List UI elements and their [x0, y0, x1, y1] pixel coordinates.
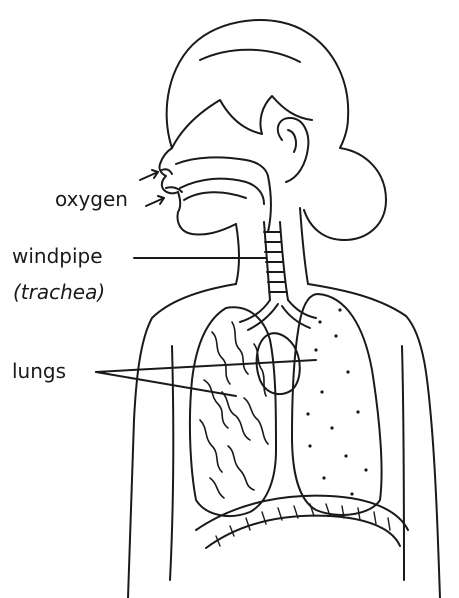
hair-strand	[200, 50, 300, 62]
diaphragm-lower	[206, 516, 400, 548]
oxygen-label: oxygen	[55, 188, 128, 210]
arm-crease-left	[170, 346, 173, 580]
lung-right-outline	[292, 294, 382, 515]
lungs-label: lungs	[12, 360, 66, 382]
body-left-outline	[128, 284, 236, 598]
lungs-pointer-line-upper	[96, 360, 316, 372]
arm-crease-right	[402, 346, 404, 580]
lung-right-dots	[306, 308, 367, 495]
trachea-label: (trachea)	[13, 281, 105, 303]
oral-cavity	[180, 179, 264, 204]
nasal-cavity	[176, 157, 268, 176]
ear-outline	[278, 118, 309, 182]
neck-front	[236, 224, 239, 284]
hair-bangs	[172, 96, 312, 148]
face-profile	[159, 148, 236, 235]
ear-inner	[288, 130, 296, 152]
windpipe-label: windpipe	[12, 245, 103, 267]
neck-back	[300, 208, 308, 284]
diaphragm-ribs	[216, 504, 390, 546]
trachea-rings	[264, 232, 287, 292]
pharynx	[268, 176, 271, 232]
lungs-pointer-line-lower	[96, 372, 236, 396]
tongue	[184, 192, 246, 200]
bronchus-left	[240, 300, 278, 330]
body-right-outline	[308, 284, 440, 598]
